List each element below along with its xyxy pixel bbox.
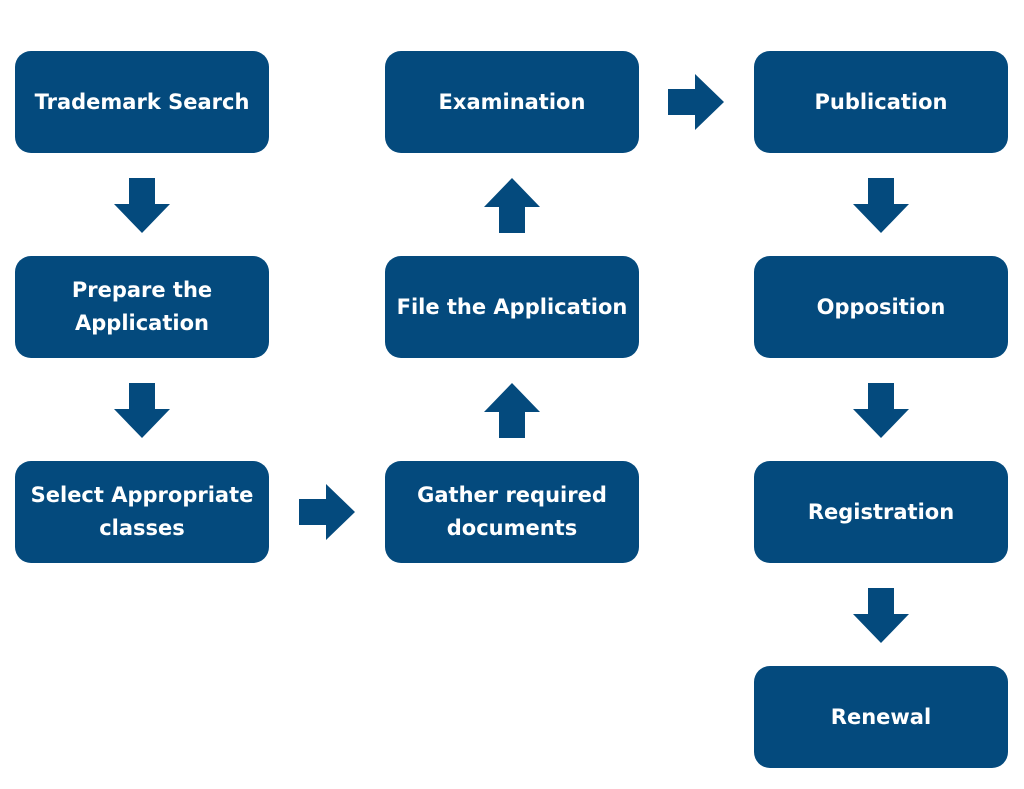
step-label: Select Appropriate classes bbox=[30, 483, 254, 540]
arrow-right-icon bbox=[299, 484, 355, 540]
arrow-up-icon bbox=[484, 177, 540, 233]
arrow-down-icon bbox=[114, 178, 170, 234]
arrow-down-icon bbox=[853, 383, 909, 439]
step-file-application: File the Application bbox=[385, 256, 639, 358]
step-select-classes: Select Appropriate classes bbox=[15, 461, 269, 563]
step-opposition: Opposition bbox=[754, 256, 1008, 358]
arrow-up-icon bbox=[484, 382, 540, 438]
step-registration: Registration bbox=[754, 461, 1008, 563]
step-prepare-application: Prepare the Application bbox=[15, 256, 269, 358]
step-label: Registration bbox=[807, 499, 955, 524]
step-label: Prepare the Application bbox=[71, 278, 213, 335]
step-publication: Publication bbox=[754, 51, 1008, 153]
step-label: Publication bbox=[814, 89, 948, 114]
step-trademark-search: Trademark Search bbox=[15, 51, 269, 153]
arrow-down-icon bbox=[114, 383, 170, 439]
step-label: Opposition bbox=[816, 294, 946, 319]
step-label: Trademark Search bbox=[34, 89, 250, 114]
step-gather-documents: Gather required documents bbox=[385, 461, 639, 563]
step-label: Gather required documents bbox=[417, 483, 607, 540]
step-renewal: Renewal bbox=[754, 666, 1008, 768]
arrow-down-icon bbox=[853, 178, 909, 234]
step-examination: Examination bbox=[385, 51, 639, 153]
arrow-right-icon bbox=[668, 74, 724, 130]
step-label: Renewal bbox=[830, 704, 932, 729]
step-label: File the Application bbox=[396, 294, 628, 319]
arrow-down-icon bbox=[853, 588, 909, 644]
step-label: Examination bbox=[438, 89, 586, 114]
